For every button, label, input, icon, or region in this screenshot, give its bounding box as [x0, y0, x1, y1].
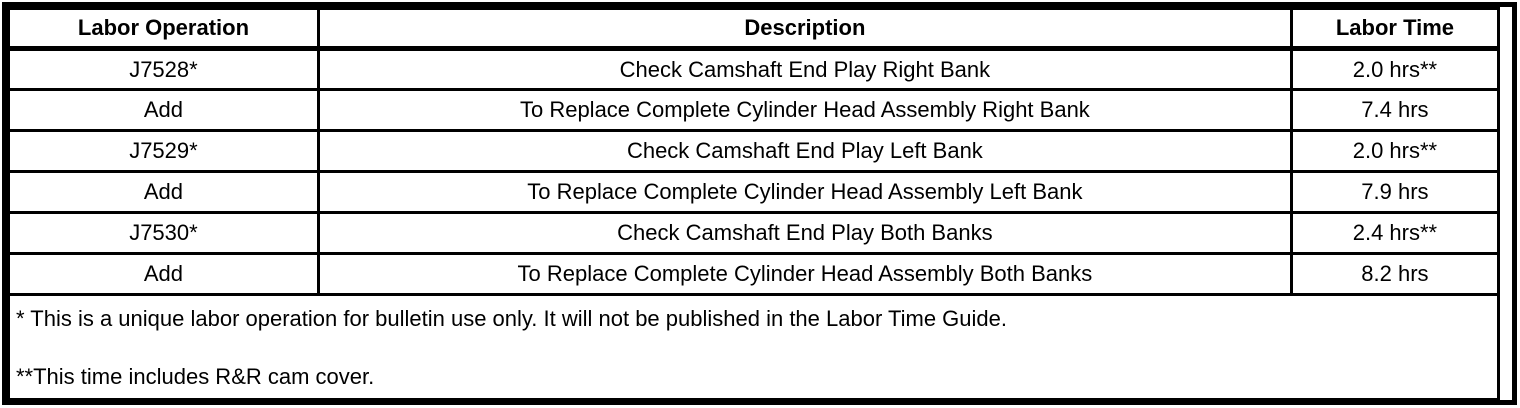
cell-labor-time: 2.4 hrs** — [1289, 211, 1501, 255]
table-row: Add To Replace Complete Cylinder Head As… — [7, 88, 1501, 132]
cell-description: Check Camshaft End Play Left Bank — [316, 129, 1293, 173]
cell-description: To Replace Complete Cylinder Head Assemb… — [316, 170, 1293, 214]
footnotes-row: * This is a unique labor operation for b… — [7, 293, 1500, 401]
col-header-labor-operation: Labor Operation — [7, 7, 320, 51]
table-row: Add To Replace Complete Cylinder Head As… — [7, 170, 1501, 214]
cell-labor-operation: Add — [7, 88, 320, 132]
cell-labor-operation: Add — [7, 252, 320, 296]
cell-description: To Replace Complete Cylinder Head Assemb… — [316, 252, 1293, 296]
cell-description: Check Camshaft End Play Right Bank — [316, 47, 1293, 91]
table-row: Add To Replace Complete Cylinder Head As… — [7, 252, 1501, 296]
col-header-labor-time: Labor Time — [1289, 7, 1501, 51]
cell-labor-time: 7.4 hrs — [1289, 88, 1501, 132]
table-row: J7528* Check Camshaft End Play Right Ban… — [7, 47, 1501, 91]
cell-labor-time: 2.0 hrs** — [1289, 47, 1501, 91]
cell-labor-time: 2.0 hrs** — [1289, 129, 1501, 173]
col-header-description: Description — [316, 7, 1293, 51]
footnotes-cell: * This is a unique labor operation for b… — [7, 293, 1500, 401]
cell-labor-operation: J7529* — [7, 129, 320, 173]
cell-labor-operation: Add — [7, 170, 320, 214]
cell-labor-time: 7.9 hrs — [1289, 170, 1501, 214]
footnote-unique-operation: * This is a unique labor operation for b… — [16, 306, 1007, 331]
labor-time-table: Labor Operation Description Labor Time J… — [7, 7, 1501, 401]
footnote-rr-cam-cover: **This time includes R&R cam cover. — [16, 364, 375, 389]
table-row: J7529* Check Camshaft End Play Left Bank… — [7, 129, 1501, 173]
cell-labor-operation: J7528* — [7, 47, 320, 91]
cell-description: To Replace Complete Cylinder Head Assemb… — [316, 88, 1293, 132]
cell-labor-time: 8.2 hrs — [1289, 252, 1501, 296]
header-row: Labor Operation Description Labor Time — [7, 7, 1501, 51]
table-row: J7530* Check Camshaft End Play Both Bank… — [7, 211, 1501, 255]
cell-description: Check Camshaft End Play Both Banks — [316, 211, 1293, 255]
cell-labor-operation: J7530* — [7, 211, 320, 255]
